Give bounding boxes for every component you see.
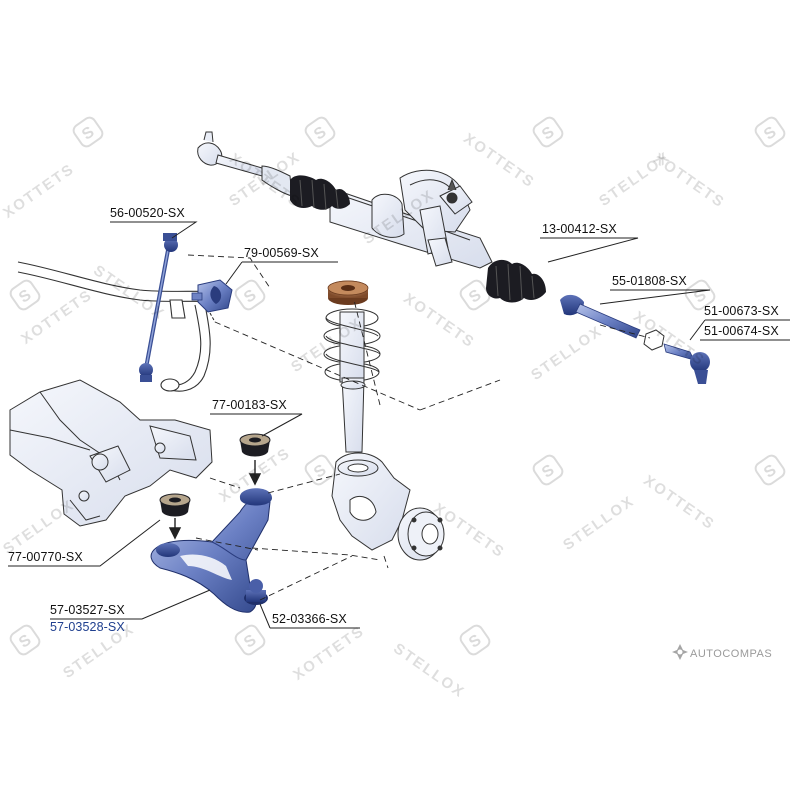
- part-label-57-03528[interactable]: 57-03528-SX: [50, 620, 125, 634]
- wheel-hub: [397, 507, 445, 561]
- left-rack-boot: [290, 175, 350, 211]
- ball-joint: [244, 579, 268, 605]
- part-label-79-00569: 79-00569-SX: [244, 246, 319, 260]
- assembly-lines: [187, 254, 651, 601]
- autocompas-logo-icon: [672, 644, 688, 660]
- assembly-arrows: [168, 460, 262, 540]
- part-label-51-00674: 51-00674-SX: [704, 324, 779, 338]
- part-label-51-00673: 51-00673-SX: [704, 304, 779, 318]
- part-label-13-00412: 13-00412-SX: [542, 222, 617, 236]
- lower-control-arm: [150, 488, 272, 613]
- inner-tie-rod: [560, 294, 641, 339]
- part-label-55-01808: 55-01808-SX: [612, 274, 687, 288]
- front-arm-bushing: [159, 493, 191, 517]
- outer-tie-rod-end: [663, 343, 710, 384]
- leader-lines: [8, 221, 790, 629]
- part-label-77-00770: 77-00770-SX: [8, 550, 83, 564]
- stabilizer-bushing: [191, 279, 233, 323]
- right-rack-boot: [486, 259, 546, 303]
- strut-top-mount: [327, 280, 369, 305]
- rear-arm-bushing: [239, 433, 271, 457]
- part-label-52-03366: 52-03366-SX: [272, 612, 347, 626]
- shock-absorber: [340, 377, 366, 453]
- part-label-77-00183: 77-00183-SX: [212, 398, 287, 412]
- stabilizer-link: [139, 233, 178, 382]
- part-label-56-00520: 56-00520-SX: [110, 206, 185, 220]
- watermark-logos: S S S S S S S S S S S S S S S: [9, 116, 786, 656]
- subframe: [9, 379, 213, 527]
- tie-rod-nut: [643, 329, 665, 351]
- steering-rack: [197, 131, 493, 269]
- part-label-57-03527: 57-03527-SX: [50, 603, 125, 617]
- brand-name: AUTOCOMPAS: [690, 648, 773, 660]
- steering-knuckle: [331, 452, 411, 551]
